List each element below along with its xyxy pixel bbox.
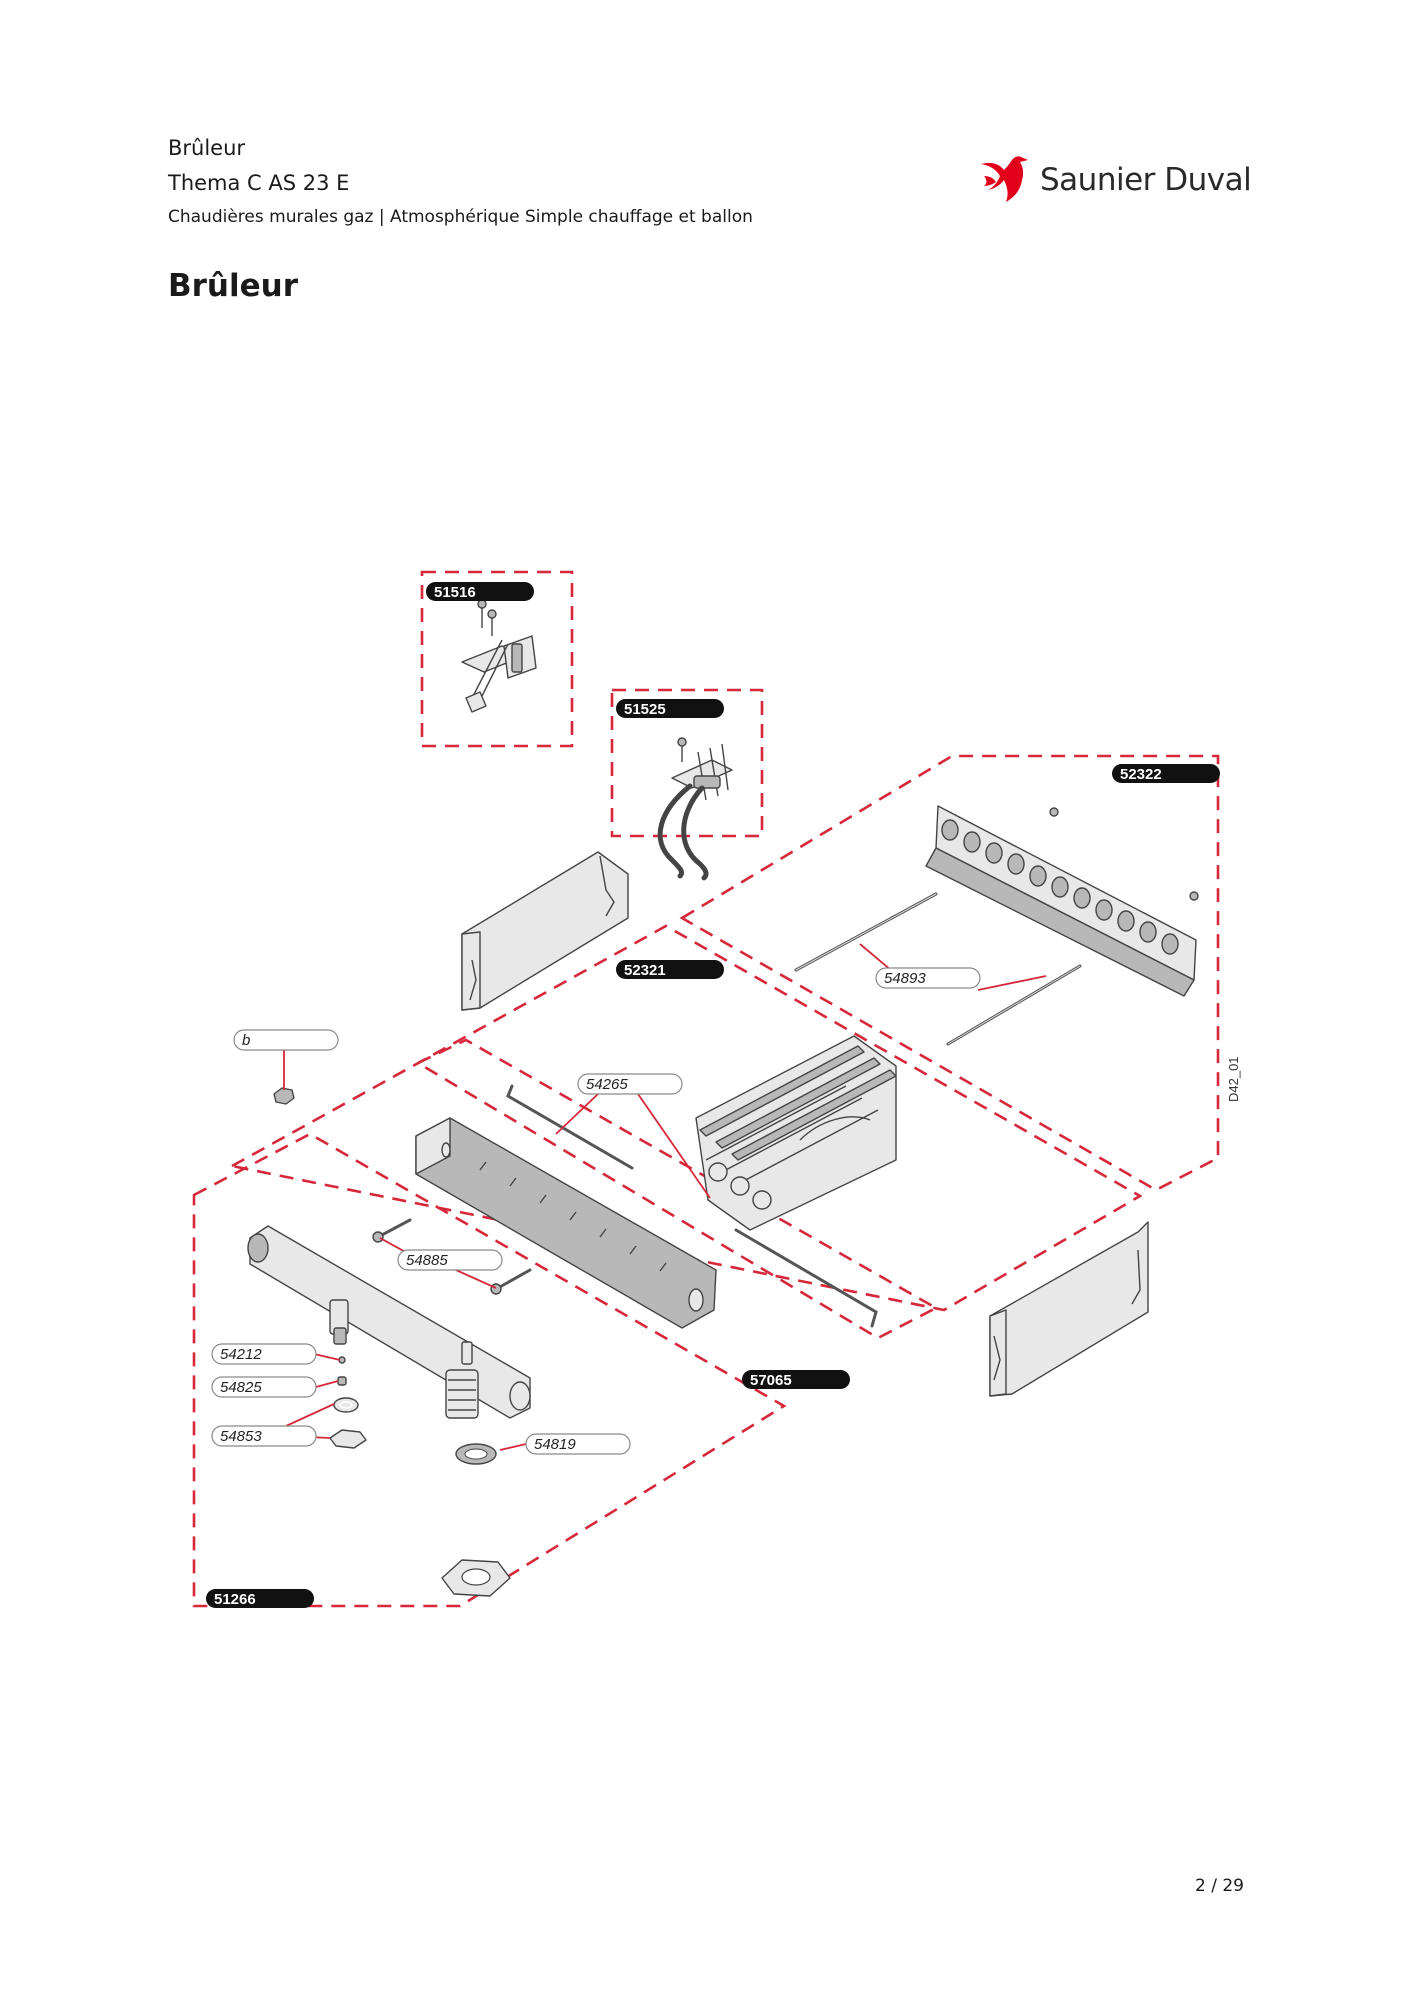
detail-label-b[interactable]: b [233,1029,339,1051]
group-code-text: 51516 [434,584,476,601]
side-panel-lower-part [989,1221,1149,1397]
gas-manifold-part [247,1225,531,1419]
burner-plate-part [415,1117,717,1329]
group-outline-51525 [610,688,764,838]
part-code-text: 54853 [220,1428,262,1445]
part-code-text: 54893 [884,970,926,987]
detail-letter-text: b [242,1032,250,1049]
group-label-51516[interactable]: 51516 [426,582,534,601]
detail-b-part [273,1087,295,1105]
group-label-57065[interactable]: 57065 [742,1370,850,1389]
header-subtitle: Chaudières murales gaz | Atmosphérique S… [168,207,753,227]
gas-rail-part [925,805,1199,997]
header-model: Thema C AS 23 E [168,171,350,195]
group-code-text: 52322 [1120,766,1162,783]
burner-blades [699,1045,897,1185]
brand-logo: Saunier Duval [978,156,1252,208]
group-label-51525[interactable]: 51525 [616,699,724,718]
group-outline-52322 [679,754,1220,1192]
page-number: 2 / 29 [1195,1876,1244,1896]
page-heading: Brûleur [168,268,298,304]
brand-name: Saunier Duval [1040,162,1252,198]
group-label-51266[interactable]: 51266 [206,1589,314,1608]
group-outline-57065 [415,1038,939,1340]
side-panel-upper-part [461,851,629,1011]
group-outline-51266 [192,1132,787,1608]
part-code-text: 54885 [406,1252,448,1269]
part-label-54853[interactable]: 54853 [211,1425,317,1447]
bypass-tube-part [506,1084,878,1328]
part-label-54825[interactable]: 54825 [211,1376,317,1398]
part-code-text: 54265 [586,1076,628,1093]
plate-slots [479,1161,667,1272]
bird-logo-icon [981,156,1028,202]
part-code-text: 54819 [534,1436,576,1453]
pilot-pins-part [794,892,1082,1046]
part-label-54893[interactable]: 54893 [875,967,981,989]
group-code-text: 51525 [624,701,666,718]
part-code-text: 54212 [220,1346,262,1363]
group-outline-52321 [228,924,1143,1312]
part-label-54885[interactable]: 54885 [397,1249,503,1271]
burner-body-part [695,1035,897,1231]
part-label-54212[interactable]: 54212 [211,1343,317,1365]
group-code-text: 51266 [214,1591,256,1608]
part-label-54265[interactable]: 54265 [577,1073,683,1095]
drawing-reference: D42_01 [1226,1056,1241,1102]
leader-lines [283,943,1047,1451]
part-code-text: 54825 [220,1379,262,1396]
group-label-52321[interactable]: 52321 [616,960,724,979]
ignition-electrode-part [461,599,537,713]
part-label-54819[interactable]: 54819 [525,1433,631,1455]
header-category: Brûleur [168,136,246,160]
group-label-52322[interactable]: 52322 [1112,764,1220,783]
detection-electrode-part [657,737,733,881]
group-code-text: 57065 [750,1372,792,1389]
rail-nozzles [941,819,1179,955]
group-code-text: 52321 [624,962,666,979]
group-outline-51516 [420,570,574,748]
